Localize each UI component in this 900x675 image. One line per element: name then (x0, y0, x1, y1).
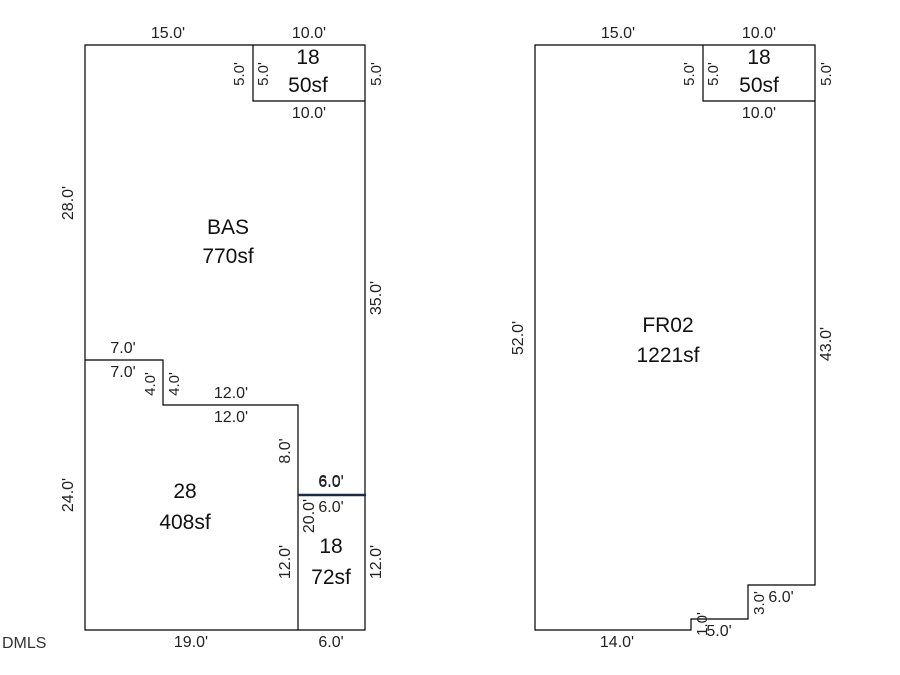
dim-box-right: 5.0' (368, 62, 385, 86)
dim-small-top-a: 6.0' (318, 473, 343, 490)
right-area18-area: 50sf (739, 74, 779, 97)
r-dim-tiny-v: 1.0' (694, 612, 711, 636)
r-dim-notch-h: 6.0' (768, 589, 793, 606)
dim-shelf-top: 12.0' (214, 385, 248, 402)
area28-code: 28 (173, 480, 196, 503)
dim-small-top-b: 6.0' (318, 474, 343, 491)
dim-step-bottom: 7.0' (110, 364, 135, 381)
area18-top-code: 18 (296, 46, 319, 69)
area28-area: 408sf (159, 511, 211, 534)
dim-inner-v-upper: 8.0' (277, 438, 294, 463)
fr02-code: FR02 (642, 314, 693, 337)
dim-left-lower: 24.0' (60, 478, 77, 512)
fr02-area: 1221sf (636, 344, 699, 367)
dim-inner-v-mid: 20.0' (301, 499, 318, 533)
dim-right-lower: 12.0' (368, 545, 385, 579)
dim-box-left-outer: 5.0' (231, 62, 248, 86)
area18-low-code: 18 (319, 535, 342, 558)
dim-inner-v-lower: 12.0' (277, 545, 294, 579)
r-dim-box-left-outer: 5.0' (681, 62, 698, 86)
r-dim-notch-v: 3.0' (751, 591, 768, 615)
left-box-18-outline (252, 45, 365, 102)
bas-code: BAS (207, 216, 249, 239)
area18-top-area: 50sf (288, 74, 328, 97)
bas-area: 770sf (202, 245, 254, 268)
dim-box-bottom: 10.0' (292, 105, 326, 122)
r-dim-bottom-left: 14.0' (600, 634, 634, 651)
dim-box-left-inner: 5.0' (255, 62, 272, 86)
right-sketch: FR02 1221sf 18 50sf 15.0' 10.0' 10.0' 6.… (510, 25, 835, 651)
left-sketch: BAS 770sf 28 408sf 18 50sf 18 72sf 15.0'… (60, 25, 385, 651)
dim-small-below: 6.0' (318, 499, 343, 516)
right-area18-code: 18 (747, 46, 770, 69)
r-dim-box-bottom: 10.0' (742, 105, 776, 122)
r-dim-left: 52.0' (510, 321, 527, 355)
dim-left-upper: 28.0' (60, 186, 77, 220)
r-dim-box-left-inner: 5.0' (705, 62, 722, 86)
left-outline (84, 44, 366, 631)
left-area28-boundary (85, 359, 299, 630)
r-dim-box-right: 5.0' (818, 62, 835, 86)
right-outline (534, 44, 816, 631)
area18-low-area: 72sf (311, 566, 351, 589)
dim-step-top: 7.0' (110, 340, 135, 357)
r-dim-top-left: 15.0' (601, 25, 635, 42)
dim-right-mid: 35.0' (368, 281, 385, 315)
dim-bottom-left: 19.0' (174, 634, 208, 651)
dim-step-v-right: 4.0' (166, 372, 183, 396)
dim-top-right: 10.0' (292, 25, 326, 42)
dim-bottom-right: 6.0' (318, 634, 343, 651)
dim-top-left: 15.0' (151, 25, 185, 42)
r-dim-top-right: 10.0' (742, 25, 776, 42)
dmls-watermark: DMLS (2, 635, 46, 652)
right-box-18-outline (702, 45, 815, 102)
r-dim-bottom-small: 5.0' (706, 623, 731, 640)
dim-shelf-bottom: 12.0' (214, 409, 248, 426)
r-dim-right: 43.0' (818, 327, 835, 361)
dim-step-v-left: 4.0' (142, 372, 159, 396)
